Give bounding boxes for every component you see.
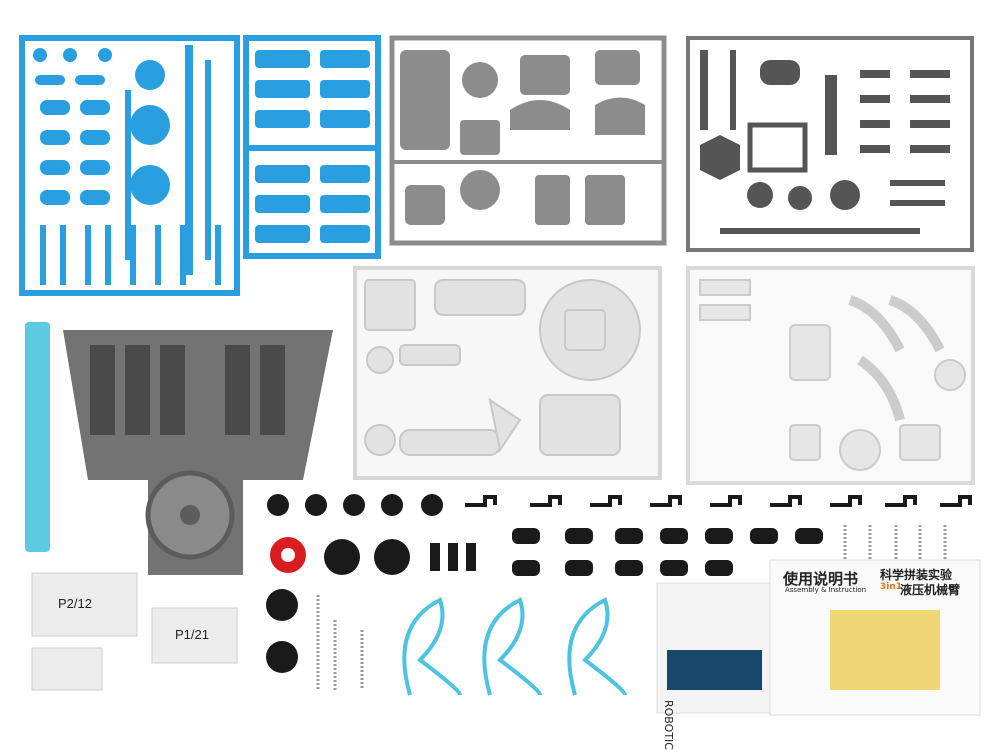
robot-base <box>63 330 333 575</box>
white-sprue-right <box>686 266 975 485</box>
black-ring-icon <box>266 494 443 673</box>
white-sprue-center <box>353 266 662 480</box>
blue-sprue-right <box>243 35 381 259</box>
blue-sprue-left <box>19 35 240 296</box>
black-clips <box>430 495 972 576</box>
manual-left <box>656 582 778 714</box>
gray-sprue <box>389 35 667 246</box>
manual-subtitle: Assembly & Instruction <box>785 586 867 594</box>
tube-loops <box>402 597 627 696</box>
manual-title: 使用说明书 <box>783 570 859 588</box>
bag-label-2: P1/21 <box>175 627 209 642</box>
tube-icon <box>25 322 50 552</box>
dark-sprue <box>686 36 974 252</box>
box-badge: 3in1 <box>880 582 903 592</box>
bag-label-1: P2/12 <box>58 596 92 611</box>
manual-side-text: ROBOTIC <box>662 700 675 750</box>
box-subtitle: 液压机械臂 <box>900 583 961 597</box>
screw-bags <box>31 572 238 691</box>
box-title: 科学拼装实验 <box>880 568 953 582</box>
